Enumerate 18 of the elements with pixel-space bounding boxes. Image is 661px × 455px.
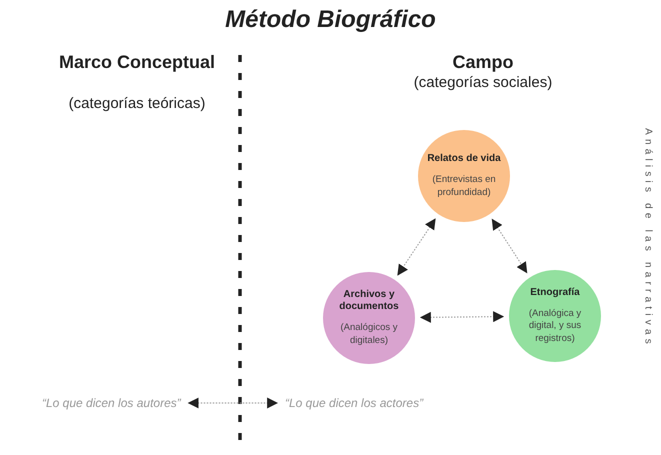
double-arrow: [188, 398, 278, 408]
double-arrow: [420, 311, 504, 323]
heading: Campo: [451, 52, 514, 73]
subheading: (categorías teóricas): [68, 95, 206, 112]
side-note: Análisis de las narrativas: [642, 128, 654, 348]
category-name: Archivos y documentos: [338, 289, 400, 314]
quote-text: “Lo que dicen los actores”: [285, 396, 424, 410]
description: (Entrevistas en profundidad): [431, 174, 497, 199]
category-name: Relatos de vida: [427, 153, 501, 166]
description: (Analógica y digital, y sus registros): [528, 308, 582, 346]
quote-text: “Lo que dicen los autores”: [42, 396, 181, 410]
heading: Marco Conceptual: [58, 52, 216, 73]
category-name: Etnografía: [530, 286, 580, 299]
title: Método Biográfico: [224, 6, 437, 34]
subheading: (categorías sociales): [412, 74, 554, 92]
double-arrow: [397, 218, 436, 276]
description: (Analógicos y digitales): [339, 322, 399, 347]
double-arrow: [492, 218, 528, 274]
